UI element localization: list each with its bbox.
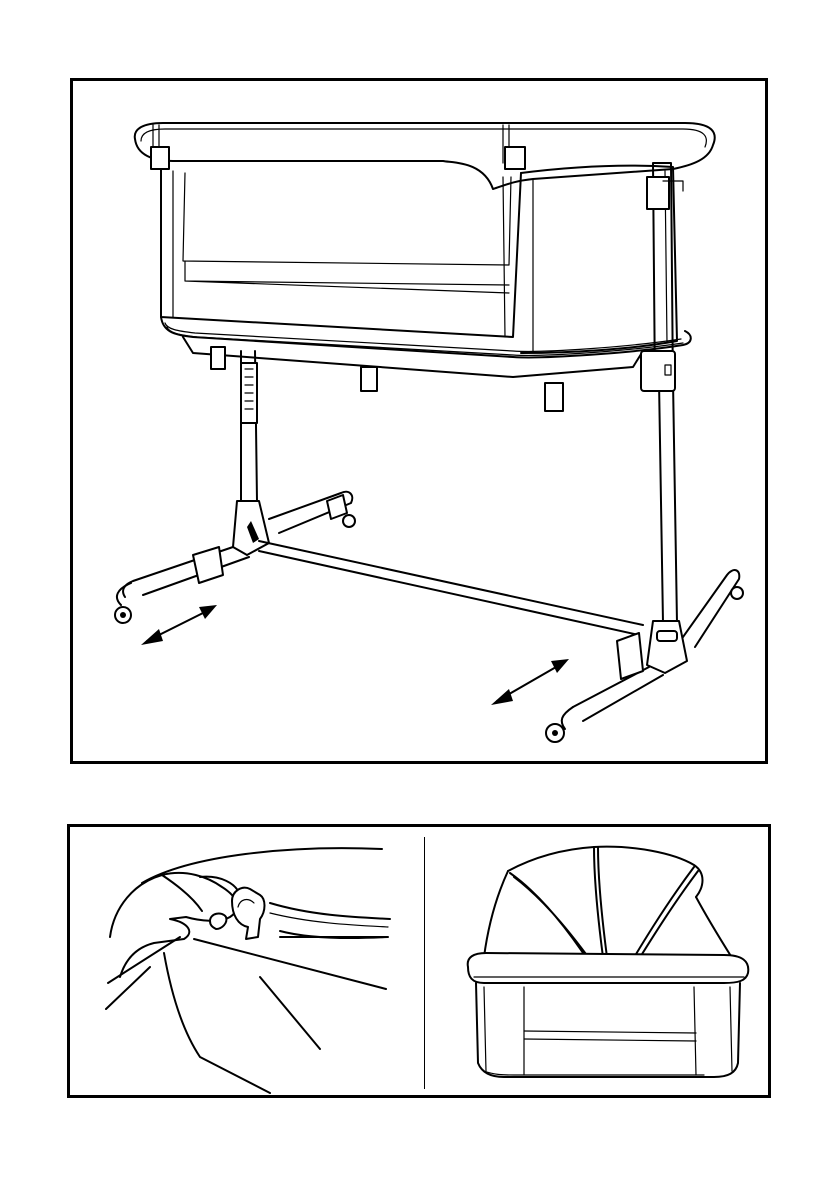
mattress-edge [142, 848, 382, 883]
bassinet-drawing [73, 81, 765, 761]
detail-panel [67, 824, 771, 1098]
double-arrow-icon [491, 659, 569, 705]
crossbar [259, 541, 643, 635]
strap-left [151, 147, 169, 169]
left-leg-base-front [123, 547, 249, 597]
bassinet-illustration-panel [70, 78, 768, 764]
clip [232, 888, 265, 939]
bassinet-top-rim [135, 123, 715, 189]
bassinet-front-panel [161, 169, 521, 337]
double-arrow-icon [141, 605, 217, 645]
clip-detail-drawing [70, 827, 420, 1095]
canopy-view-drawing [424, 827, 774, 1095]
canopy-top [508, 847, 703, 897]
canopy-bassinet-rim [468, 953, 749, 983]
right-leg-base-front [573, 667, 663, 721]
strap-right [505, 147, 525, 169]
right-leg-base-back [683, 570, 739, 647]
right-leg-joint [647, 621, 687, 673]
canopy-bassinet-body [476, 983, 740, 1077]
